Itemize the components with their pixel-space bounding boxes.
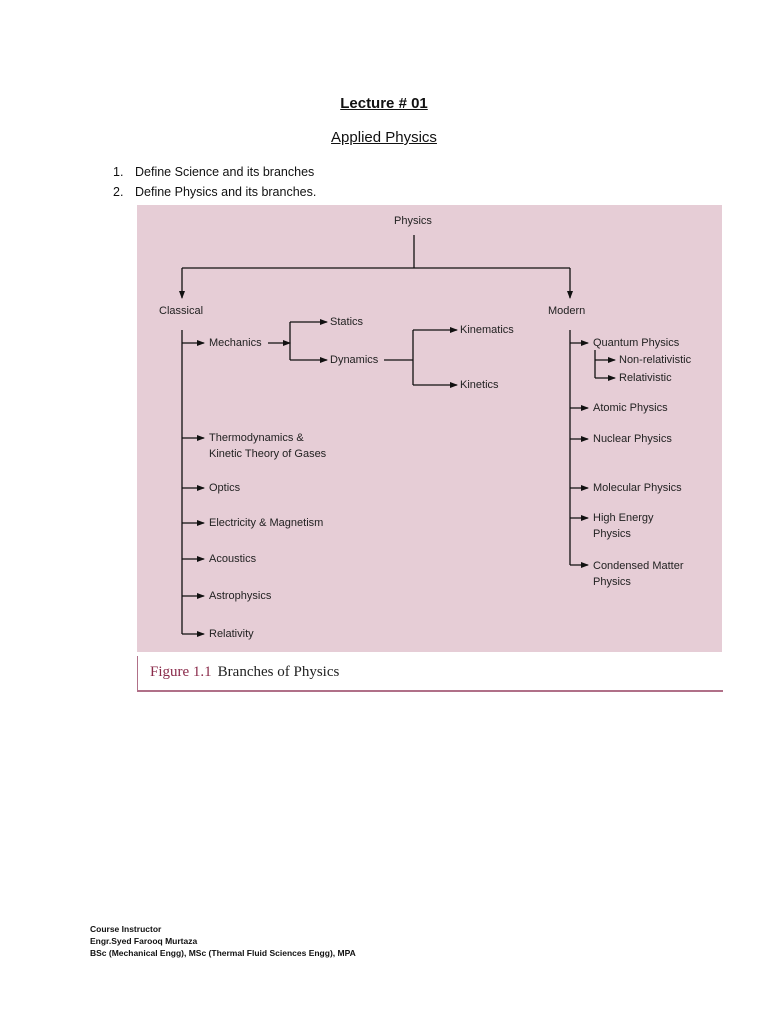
node-kinetics: Kinetics [460, 379, 499, 391]
node-modern: Modern [548, 305, 586, 317]
footer-line3: BSc (Mechanical Engg), MSc (Thermal Flui… [90, 948, 356, 958]
node-thermodynamics-line2: Kinetic Theory of Gases [209, 448, 327, 460]
figure-caption-text: Branches of Physics [217, 664, 340, 680]
list-item: 2. Define Physics and its branches. [113, 182, 316, 202]
node-high-energy-line2: Physics [593, 528, 631, 540]
node-classical: Classical [159, 305, 204, 317]
list-text: Define Physics and its branches. [135, 185, 317, 199]
node-quantum-physics: Quantum Physics [593, 337, 680, 349]
node-thermodynamics: Thermodynamics & Kinetic Theory of Gases [209, 430, 326, 462]
list-number: 1. [113, 165, 124, 179]
node-optics: Optics [209, 482, 241, 494]
node-relativistic: Relativistic [619, 372, 672, 384]
node-kinematics: Kinematics [460, 324, 514, 336]
figure-caption: Figure 1.1 Branches of Physics [150, 664, 339, 681]
lecture-title: Lecture # 01 [340, 95, 428, 112]
node-dynamics: Dynamics [330, 354, 379, 366]
physics-branches-diagram: Physics Classical Mechanics Statics Dyna… [137, 205, 722, 652]
list-text: Define Science and its branches [135, 165, 315, 179]
node-electricity-magnetism: Electricity & Magnetism [209, 517, 324, 529]
node-condensed-matter-physics: Condensed Matter Physics [593, 558, 684, 590]
node-astrophysics: Astrophysics [209, 590, 272, 602]
footer-line2: Engr.Syed Farooq Murtaza [90, 936, 198, 946]
node-relativity: Relativity [209, 628, 254, 640]
objectives-list: 1. Define Science and its branches 2. De… [113, 162, 316, 202]
node-molecular-physics: Molecular Physics [593, 482, 682, 494]
figure-number: Figure 1.1 [150, 664, 212, 680]
list-item: 1. Define Science and its branches [113, 162, 316, 182]
node-condensed-line1: Condensed Matter [593, 560, 684, 572]
node-atomic-physics: Atomic Physics [593, 402, 668, 414]
footer-line1: Course Instructor [90, 924, 162, 934]
course-title: Applied Physics [331, 129, 437, 146]
node-high-energy-physics: High Energy Physics [593, 510, 654, 542]
instructor-footer: Course Instructor Engr.Syed Farooq Murta… [90, 923, 356, 959]
diagram-connectors [179, 235, 616, 637]
node-statics: Statics [330, 316, 364, 328]
node-acoustics: Acoustics [209, 553, 257, 565]
node-non-relativistic: Non-relativistic [619, 354, 692, 366]
node-condensed-line2: Physics [593, 576, 631, 588]
node-physics: Physics [394, 215, 432, 227]
node-nuclear-physics: Nuclear Physics [593, 433, 672, 445]
figure-caption-bar: Figure 1.1 Branches of Physics [137, 656, 723, 692]
list-number: 2. [113, 185, 124, 199]
node-high-energy-line1: High Energy [593, 512, 654, 524]
node-mechanics: Mechanics [209, 337, 262, 349]
node-thermodynamics-line1: Thermodynamics & [209, 432, 304, 444]
